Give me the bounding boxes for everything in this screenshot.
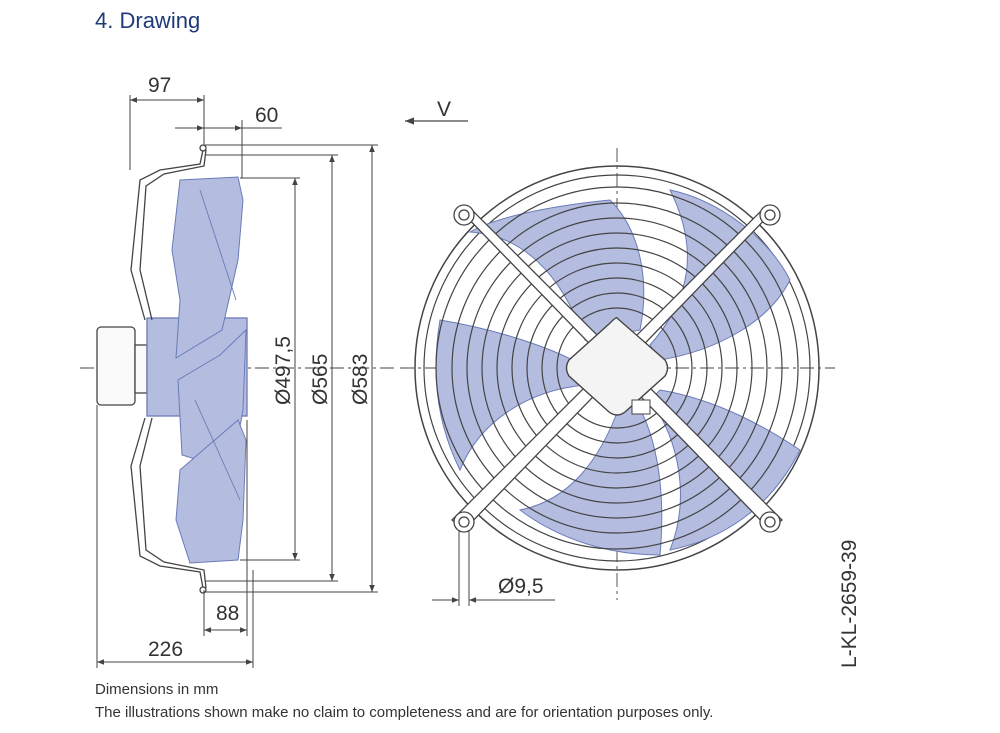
dim-inner-diameter: Ø565 xyxy=(309,354,332,405)
blade-side xyxy=(171,176,247,564)
section-title: Drawing xyxy=(119,8,201,33)
side-view-dimensions xyxy=(96,95,378,668)
dim-rear-offset: 88 xyxy=(216,602,239,625)
section-heading: 4. Drawing xyxy=(95,8,200,34)
guard-wire-side xyxy=(130,149,204,589)
dim-overall-depth: 97 xyxy=(148,74,171,97)
section-number: 4. xyxy=(95,8,114,33)
dim-outer-diameter: Ø583 xyxy=(349,354,372,405)
front-view xyxy=(400,148,835,600)
hub-plate xyxy=(565,316,669,416)
drawing-id: L-KL-2659-39 xyxy=(838,540,861,668)
side-view xyxy=(80,144,395,594)
dim-mount-hole: Ø9,5 xyxy=(498,575,544,598)
dim-blade-diameter: Ø497,5 xyxy=(272,336,295,405)
outer-ring xyxy=(414,165,820,571)
view-label: V xyxy=(437,98,451,121)
dim-inlet-offset: 60 xyxy=(255,104,278,127)
dim-total-depth: 226 xyxy=(148,638,183,661)
mount-hole-dimension xyxy=(432,530,555,606)
units-note: Dimensions in mm xyxy=(95,681,219,698)
motor-housing xyxy=(96,326,136,406)
guard-rings xyxy=(435,186,799,550)
disclaimer-note: The illustrations shown make no claim to… xyxy=(95,704,714,721)
mounting-holes xyxy=(453,204,781,533)
